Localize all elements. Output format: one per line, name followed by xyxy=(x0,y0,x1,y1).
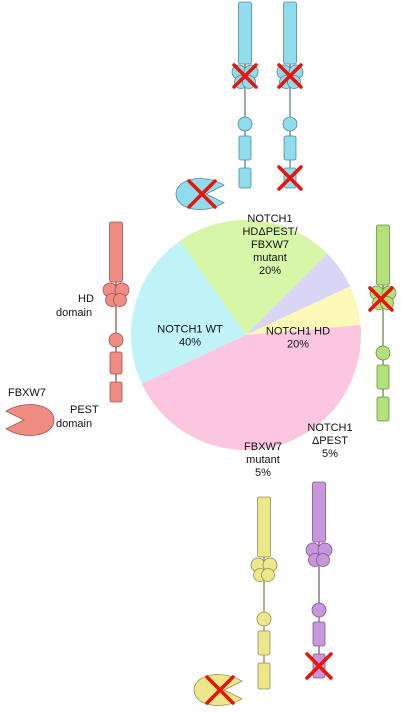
pie-slice xyxy=(141,324,361,451)
pie-slice-label: HDΔPEST/ xyxy=(242,226,298,238)
receptor-dual-mutant-2 xyxy=(276,1,304,189)
pie-slice-label: 20% xyxy=(287,339,309,351)
domain-box xyxy=(376,364,390,390)
mutation-cross-icon xyxy=(368,286,394,312)
fbxw7-icon xyxy=(5,404,55,436)
mutation-cross-icon xyxy=(205,675,235,705)
pie-slice-label: NOTCH1 HD xyxy=(266,326,330,338)
domain-ball xyxy=(311,602,327,618)
mutation-cross-icon xyxy=(232,63,258,89)
pie-slice xyxy=(246,253,351,335)
domain-box xyxy=(312,481,326,543)
pie-slice-label: FBXW7 xyxy=(244,441,282,453)
pie-chart xyxy=(130,219,361,451)
receptor-fbxw7-mutant xyxy=(250,496,278,690)
domain-box xyxy=(238,135,252,161)
pie-slice-label: ΔPEST xyxy=(312,435,348,447)
pest-domain-label-line2: domain xyxy=(56,418,92,430)
domain-box xyxy=(238,1,252,65)
hd-domain-label-line2: domain xyxy=(56,307,92,319)
mutation-cross-icon xyxy=(187,179,217,209)
domain-ball xyxy=(256,611,272,627)
pie-slice-label: 5% xyxy=(255,467,271,479)
fbxw7-wildtype-ligase xyxy=(5,404,55,436)
receptor-dual-mutant-1 xyxy=(231,1,259,189)
pie-slice-label: 40% xyxy=(179,337,201,349)
domain-ball xyxy=(375,345,391,361)
hd-domain-lobe xyxy=(316,553,330,567)
pie-slice xyxy=(246,286,361,335)
domain-ball xyxy=(108,332,124,348)
pie-slice xyxy=(130,240,246,384)
pie-slice-label: NOTCH1 xyxy=(247,213,292,225)
hd-domain-label-line1: HD xyxy=(78,293,94,305)
mutation-cross-icon xyxy=(277,165,303,191)
domain-box xyxy=(376,396,390,422)
mutation-cross-icon xyxy=(277,63,303,89)
pie-slice-label: 5% xyxy=(322,448,338,460)
receptor-schematics xyxy=(5,1,397,706)
domain-box xyxy=(257,662,271,690)
domain-ball xyxy=(282,116,298,132)
pie-slice-label: 20% xyxy=(259,265,281,277)
domain-box xyxy=(376,224,390,286)
pie-slice-label: NOTCH1 WT xyxy=(157,324,223,336)
receptor-wildtype xyxy=(102,221,130,403)
pie-slice-label: mutant xyxy=(253,252,287,264)
domain-box xyxy=(257,496,271,558)
domain-box xyxy=(283,1,297,65)
pest-domain-label-line1: PEST xyxy=(70,404,99,416)
domain-box xyxy=(257,630,271,656)
domain-box xyxy=(109,351,123,375)
pie-slice-label: mutant xyxy=(246,454,280,466)
domain-box xyxy=(238,167,252,189)
domain-labels: FBXW7 HD domain PEST domain xyxy=(8,293,99,430)
fbxw7-label: FBXW7 xyxy=(8,387,46,399)
receptor-hd-mutant xyxy=(369,224,397,422)
pie-slice-label: FBXW7 xyxy=(251,239,289,251)
hd-domain-lobe xyxy=(113,293,127,307)
hd-domain-lobe xyxy=(261,568,275,582)
domain-box xyxy=(109,381,123,403)
pie-slice xyxy=(180,219,328,335)
domain-box xyxy=(312,621,326,647)
domain-box xyxy=(283,135,297,161)
domain-ball xyxy=(237,116,253,132)
pie-slice-label: NOTCH1 xyxy=(307,422,352,434)
receptor-dpest-mutant xyxy=(305,481,333,679)
domain-box xyxy=(109,221,123,283)
mutation-cross-icon xyxy=(305,652,333,680)
